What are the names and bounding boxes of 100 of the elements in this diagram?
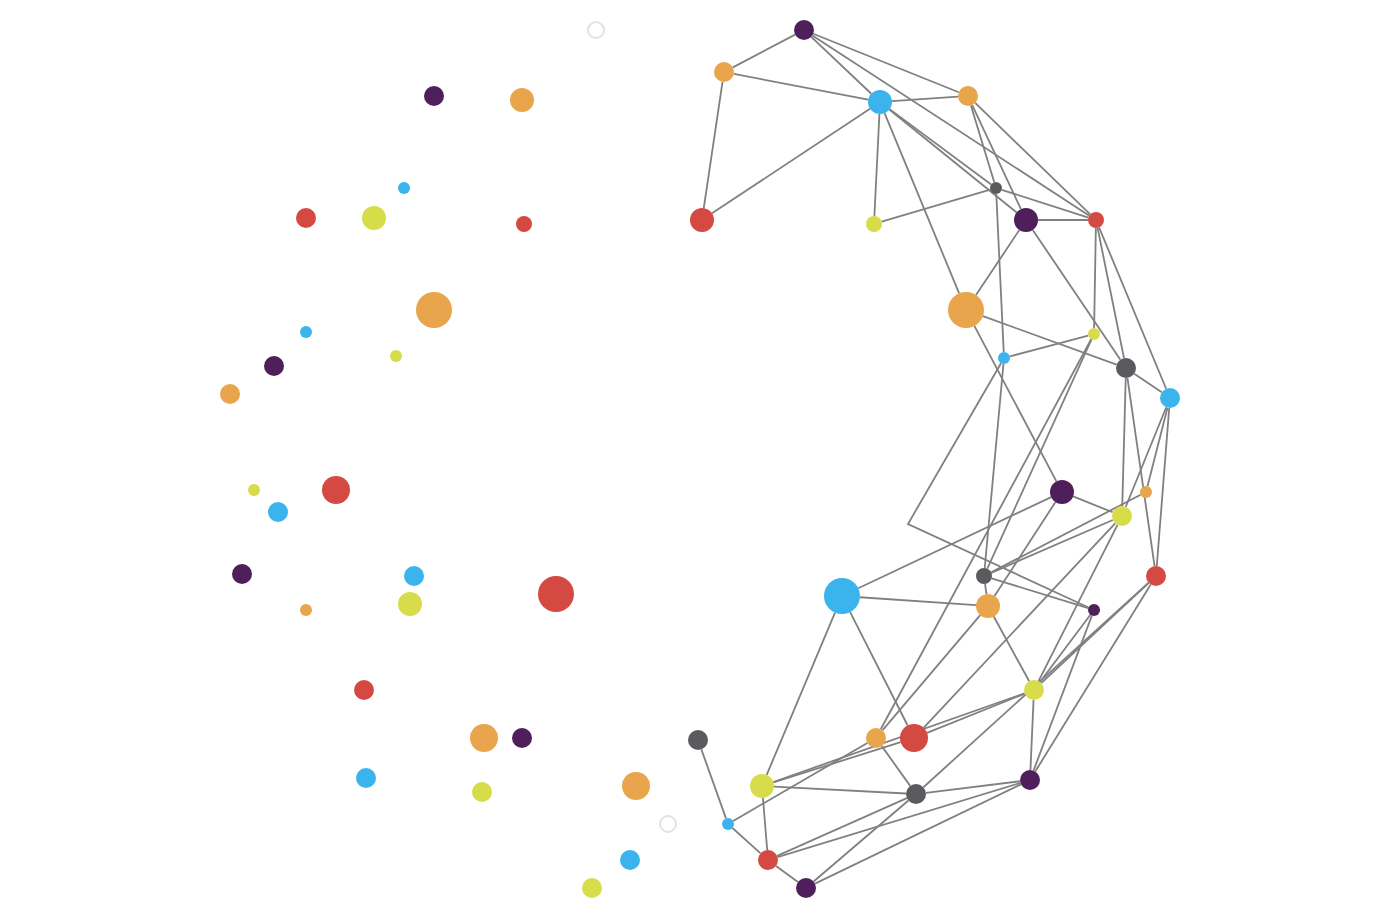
connector-line (1034, 583, 1152, 773)
network-dot (688, 730, 708, 750)
network-dot (1088, 328, 1100, 340)
connector-line (971, 104, 1022, 211)
connector-line (1008, 334, 1090, 358)
network-dot (232, 564, 252, 584)
connector-line (973, 325, 1058, 483)
network-dot (622, 772, 650, 800)
network-dot (1050, 480, 1074, 504)
network-dot (1116, 358, 1136, 378)
connector-line (880, 745, 912, 787)
network-dot (512, 728, 532, 748)
network-dot (998, 352, 1010, 364)
network-dot (620, 850, 640, 870)
network-dot (714, 62, 734, 82)
network-dot (1140, 486, 1152, 498)
connector-line (925, 780, 1021, 794)
network-dot (516, 216, 532, 232)
connector-line (773, 785, 907, 795)
connector-line (1000, 188, 1090, 219)
connector-line (1121, 377, 1127, 507)
connector-line (1098, 226, 1168, 390)
network-dot (866, 216, 882, 232)
network-dot (472, 782, 492, 802)
network-dot (758, 850, 778, 870)
connector-line (702, 81, 724, 210)
connector-line (993, 501, 1057, 597)
connector-line (883, 112, 960, 295)
network-dot (722, 818, 734, 830)
network-dot (1088, 212, 1104, 228)
connector-line (1093, 227, 1097, 329)
connector-line (926, 692, 1026, 734)
connector-line (1032, 614, 1093, 772)
network-dot (268, 502, 288, 522)
network-dot (796, 878, 816, 898)
network-dot (296, 208, 316, 228)
connector-line (776, 797, 908, 857)
connector-line (775, 865, 799, 883)
connector-line (1031, 229, 1122, 361)
connector-line (731, 827, 762, 855)
connector-line (873, 113, 881, 217)
network-dot (1014, 208, 1038, 232)
connector-line (1133, 372, 1163, 394)
network-dot (538, 576, 574, 612)
connector-line (776, 782, 1022, 858)
network-dot (976, 568, 992, 584)
network-dot (220, 384, 240, 404)
connector-line (762, 797, 769, 851)
connector-line (1124, 406, 1168, 508)
network-dot (582, 878, 602, 898)
connector-line (990, 493, 1142, 574)
connector-line (983, 363, 1005, 569)
connector-line (992, 615, 1031, 683)
connector-line (772, 692, 1026, 783)
connector-line (1029, 699, 1035, 771)
connector-line (975, 229, 1021, 296)
network-dot (958, 86, 978, 106)
network-dot (990, 182, 1002, 194)
network-dot (587, 21, 605, 39)
network-dot (300, 604, 312, 616)
connector-line (984, 583, 988, 595)
network-dot (398, 182, 410, 194)
connector-line (1072, 495, 1114, 514)
connector-line (986, 338, 1093, 570)
connector-line (970, 104, 996, 184)
connector-line (772, 741, 902, 784)
connector-line (859, 596, 977, 607)
network-dot (948, 292, 984, 328)
network-dot (322, 476, 350, 504)
connector-line (810, 36, 873, 95)
connector-line (1039, 613, 1092, 683)
connector-line (881, 614, 982, 732)
network-dot (390, 350, 402, 362)
network-dot (1024, 680, 1044, 700)
network-dot (300, 326, 312, 338)
connector-line (995, 193, 1005, 353)
network-dot (362, 206, 386, 230)
connector-line (711, 107, 871, 215)
network-dot (794, 20, 814, 40)
network-dot (976, 594, 1000, 618)
connector-line (906, 362, 1090, 609)
connector-line (891, 95, 959, 103)
connector-line (922, 581, 1150, 789)
network-dot (1112, 506, 1132, 526)
connector-line (990, 519, 1114, 574)
connector-line (812, 32, 960, 94)
network-dot (248, 484, 260, 496)
connector-line (700, 748, 727, 820)
network-dot (356, 768, 376, 788)
connector-line (1037, 219, 1089, 221)
network-dot (866, 728, 886, 748)
connector-line (1155, 407, 1171, 567)
connector-line (982, 315, 1118, 366)
connector-line (922, 522, 1117, 729)
connector-line (880, 188, 992, 223)
connector-line (732, 73, 870, 101)
network-dot (1088, 604, 1100, 616)
network-dot (264, 356, 284, 376)
connector-line (1146, 406, 1169, 488)
connector-line (888, 108, 993, 186)
